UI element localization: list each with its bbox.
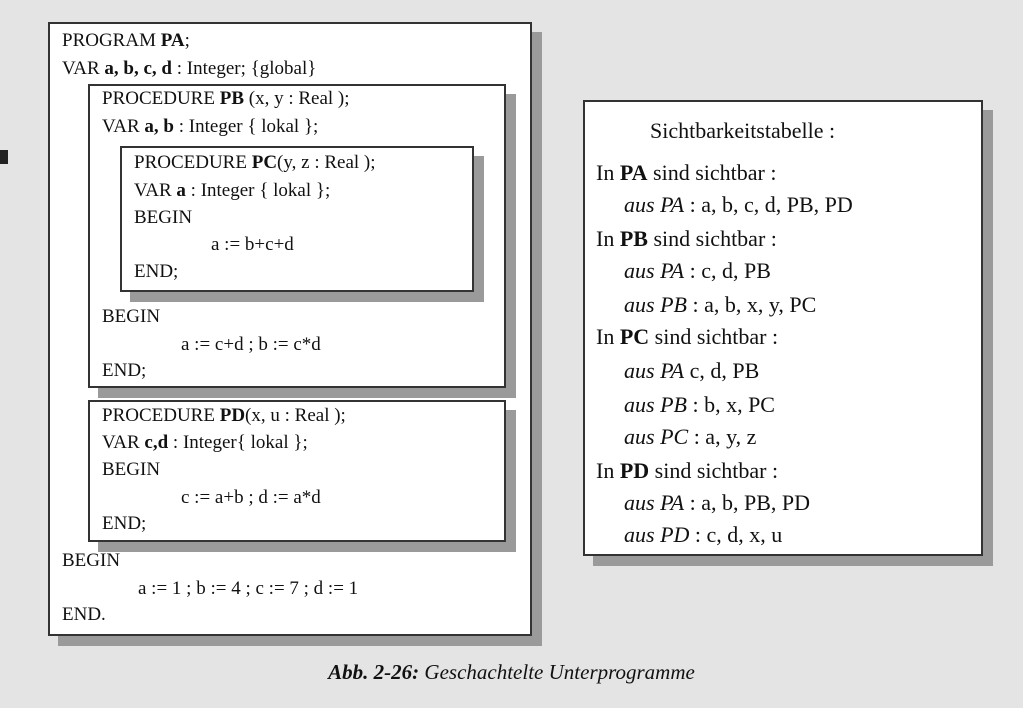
visibility-table-box — [583, 100, 983, 556]
procedure-pb-body: a := c+d ; b := c*d — [181, 334, 321, 355]
program-header: PROGRAM PA; — [62, 30, 190, 51]
visibility-row: aus PB : b, x, PC — [624, 392, 775, 417]
procedure-pd-box — [88, 400, 506, 542]
procedure-pd-end: END; — [102, 513, 147, 534]
margin-mark — [0, 150, 8, 164]
figure-caption: Abb. 2-26: Geschachtelte Unterprogramme — [0, 660, 1023, 685]
program-begin: BEGIN — [62, 550, 121, 571]
visibility-row: aus PA : a, b, PB, PD — [624, 490, 811, 515]
procedure-pc-body: a := b+c+d — [211, 234, 294, 255]
program-var-decl: VAR a, b, c, d : Integer; {global} — [62, 58, 317, 79]
visibility-row: aus PB : a, b, x, y, PC — [624, 292, 817, 317]
visibility-section-header: In PB sind sichtbar : — [596, 226, 777, 251]
program-name: PA — [160, 30, 185, 51]
program-body: a := 1 ; b := 4 ; c := 7 ; d := 1 — [138, 578, 359, 599]
procedure-pc-var-decl: VAR a : Integer { lokal }; — [134, 180, 331, 201]
visibility-section-header: In PD sind sichtbar : — [596, 458, 779, 483]
visibility-row: aus PC : a, y, z — [624, 424, 757, 449]
procedure-pc-end: END; — [134, 261, 179, 282]
procedure-pc-box — [120, 146, 474, 292]
caption-text: Geschachtelte Unterprogramme — [419, 660, 695, 684]
visibility-table-title: Sichtbarkeitstabelle : — [650, 118, 836, 143]
caption-label: Abb. 2-26: — [328, 660, 420, 684]
procedure-pb-var-decl: VAR a, b : Integer { lokal }; — [102, 116, 319, 137]
visibility-section-header: In PC sind sichtbar : — [596, 324, 779, 349]
procedure-pd-var-decl: VAR c,d : Integer{ lokal }; — [102, 432, 308, 453]
procedure-pc-header: PROCEDURE PC(y, z : Real ); — [134, 152, 376, 173]
procedure-pd-header: PROCEDURE PD(x, u : Real ); — [102, 405, 346, 426]
visibility-row: aus PA c, d, PB — [624, 358, 760, 383]
procedure-pb-header: PROCEDURE PB (x, y : Real ); — [102, 88, 350, 109]
procedure-pc-begin: BEGIN — [134, 207, 193, 228]
program-end: END. — [62, 604, 106, 625]
procedure-pd-body: c := a+b ; d := a*d — [181, 487, 321, 508]
visibility-section-header: In PA sind sichtbar : — [596, 160, 777, 185]
procedure-pb-begin: BEGIN — [102, 306, 161, 327]
visibility-row: aus PD : c, d, x, u — [624, 522, 783, 547]
visibility-row: aus PA : a, b, c, d, PB, PD — [624, 192, 853, 217]
procedure-pd-begin: BEGIN — [102, 459, 161, 480]
visibility-row: aus PA : c, d, PB — [624, 258, 771, 283]
procedure-pb-end: END; — [102, 360, 147, 381]
